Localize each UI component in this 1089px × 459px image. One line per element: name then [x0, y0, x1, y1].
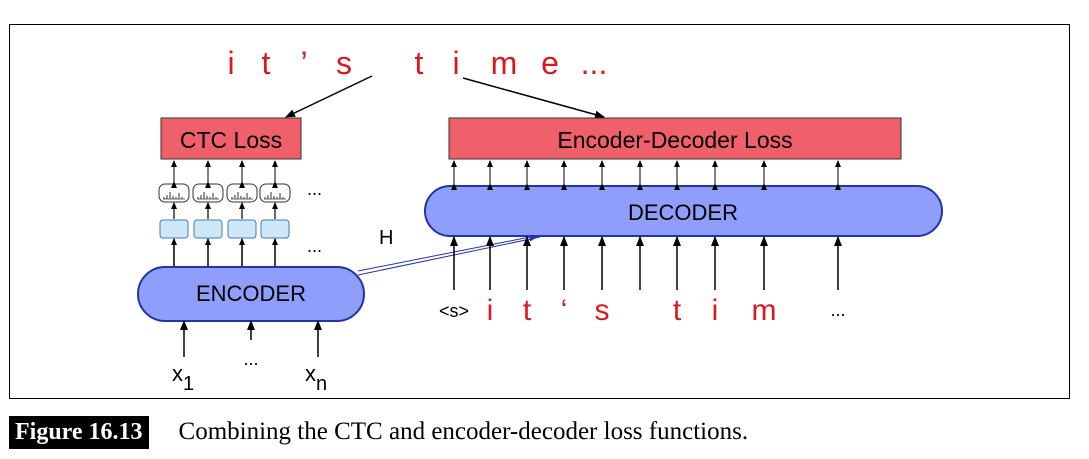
ctc-loss-box: CTC Loss — [160, 117, 302, 160]
decoder-input-ellipsis: ... — [830, 300, 845, 320]
softmax-distribution-icon — [259, 183, 291, 203]
encoder-block: ENCODER — [137, 266, 365, 322]
hidden-state-box — [260, 219, 290, 239]
target-char: i — [452, 45, 459, 81]
figure-number: Figure 16.13 — [9, 415, 149, 449]
ctc-column — [226, 160, 258, 267]
target-char: m — [491, 45, 518, 81]
hidden-state-box — [193, 219, 223, 239]
hidden-state-arrow-b — [357, 236, 541, 276]
input-x1: x1 — [172, 361, 194, 395]
encdec-loss-label: Encoder-Decoder Loss — [557, 127, 792, 153]
ctc-hidden-ellipsis: ... — [307, 236, 322, 256]
arrow-to-encdec-loss — [462, 77, 605, 119]
decoder-input-char: t — [523, 294, 532, 327]
target-char: ... — [581, 45, 608, 81]
ctc-column — [259, 160, 291, 267]
ctc-output-columns — [158, 160, 291, 267]
decoder-input-char: i — [487, 294, 494, 327]
target-char: i — [227, 45, 234, 81]
target-char: s — [336, 45, 352, 81]
caption-text: Combining the CTC and encoder-decoder lo… — [178, 418, 749, 445]
softmax-distribution-icon — [192, 183, 224, 203]
ctc-column — [158, 160, 190, 267]
ctc-softmax-ellipsis: ... — [307, 179, 322, 199]
figure-caption: Figure 16.13 Combining the CTC and encod… — [9, 415, 748, 449]
decoder-block: DECODER — [424, 185, 943, 237]
decoder-arrows — [450, 160, 842, 290]
target-char: ’ — [300, 45, 307, 81]
softmax-distribution-icon — [226, 183, 258, 203]
hidden-state-box — [159, 219, 189, 239]
target-char: t — [415, 45, 424, 81]
figure-border — [9, 24, 1070, 399]
decoder-input-char: t — [673, 294, 682, 327]
ctc-column — [192, 160, 224, 267]
arrow-to-ctc-loss — [285, 75, 373, 118]
start-token: <s> — [439, 301, 469, 321]
input-ellipsis: ... — [243, 349, 258, 369]
input-xn: xn — [305, 361, 327, 395]
decoder-input-char: s — [595, 294, 610, 327]
target-char: e — [541, 45, 559, 81]
encoder-label: ENCODER — [196, 281, 306, 306]
encdec-loss-box: Encoder-Decoder Loss — [448, 117, 902, 160]
hidden-state-label: H — [379, 227, 393, 249]
hidden-state-arrow-a — [357, 232, 541, 272]
decoder-input-char: i — [712, 294, 719, 327]
hidden-state-box — [227, 219, 257, 239]
decoder-input-char: ‘ — [561, 294, 568, 327]
decoder-input-char: m — [752, 294, 777, 327]
ctc-loss-label: CTC Loss — [180, 127, 282, 153]
target-char: t — [262, 45, 271, 81]
decoder-label: DECODER — [628, 200, 738, 225]
softmax-distribution-icon — [158, 183, 190, 203]
